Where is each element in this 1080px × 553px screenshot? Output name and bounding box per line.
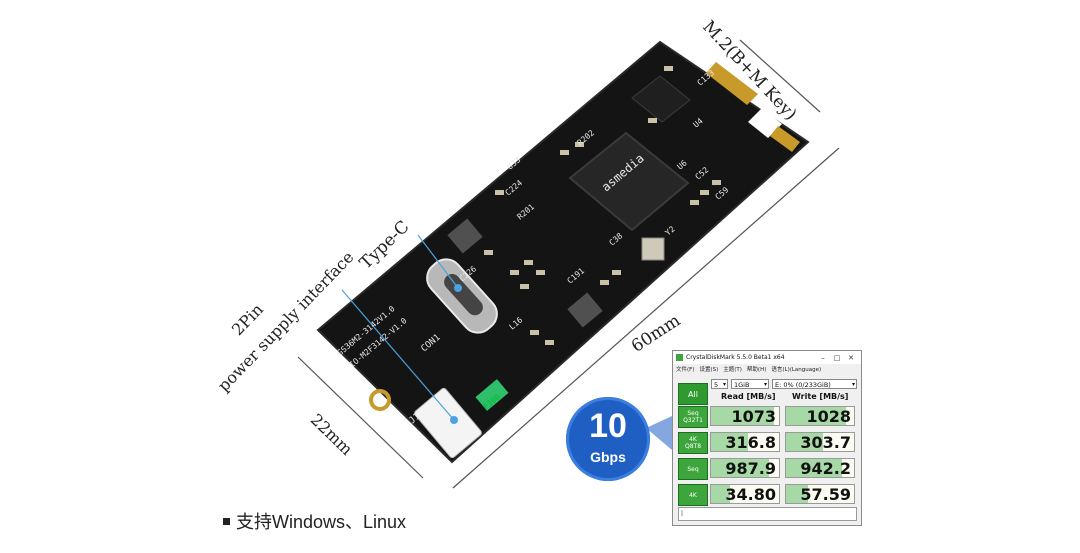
fuse-f300 [475,379,509,411]
app-icon [676,354,683,361]
m2-pointer-line [739,39,821,113]
all-button[interactable]: All [678,383,708,405]
4k-q8t8-button[interactable]: 4K Q8T8 [678,432,708,454]
status-bar: | [678,507,857,521]
speed-unit: Gbps [590,449,626,465]
minimize-icon[interactable]: – [821,353,825,362]
maximize-icon[interactable]: □ [833,353,841,362]
read-value: 34.80 [710,484,780,504]
speed-badge: 10 Gbps [566,397,650,481]
seq-q32t1-button[interactable]: Seq Q32T1 [678,406,708,428]
test-size-select[interactable]: 1GiB [731,379,769,390]
badge-pointer [646,416,672,450]
crystaldiskmark-window: CrystalDiskMark 5.5.0 Beta1 x64 – □ ✕ 文件… [672,350,862,526]
length-dimension-line [452,147,840,489]
result-row: Seq Q32T1 1073 1028 [678,406,858,428]
menu-settings[interactable]: 设置(S) [699,367,719,373]
bullet-icon [223,517,230,525]
width-dimension-line [297,356,424,479]
read-value: 316.8 [710,432,780,452]
typec-pointer-line [417,234,459,289]
read-header: Read [MB/s] [721,392,776,401]
window-title: CrystalDiskMark 5.5.0 Beta1 x64 [686,354,785,361]
pcb-body [316,40,810,464]
4k-button[interactable]: 4K [678,484,708,506]
power-pointer-dot [450,416,458,424]
crystal-oscillator [641,237,665,261]
write-header: Write [MB/s] [792,392,849,401]
window-titlebar: CrystalDiskMark 5.5.0 Beta1 x64 – □ ✕ [673,351,861,364]
m2-key-notch [748,108,782,138]
seq-button[interactable]: Seq [678,458,708,480]
u4-chip [631,75,691,123]
test-count-select[interactable]: 5 [711,379,728,390]
read-value: 1073 [710,406,780,426]
menu-theme[interactable]: 主题(T) [723,367,742,373]
inductor-1 [447,218,483,254]
main-chip [568,131,690,232]
os-support-text: 支持Windows、Linux [236,512,407,532]
result-row: 4K 34.80 57.59 [678,484,858,506]
speed-value: 10 [589,407,627,445]
close-icon[interactable]: ✕ [848,353,854,362]
mounting-hole [369,389,391,411]
inductor-2 [567,292,603,328]
write-value: 57.59 [785,484,855,504]
typec-pointer-dot [454,284,462,292]
type-c-connector [426,258,498,334]
two-pin-connector [414,387,482,459]
drive-select[interactable]: E: 0% (0/233GiB) [772,379,857,390]
power-pointer-line [341,289,455,421]
gold-fingers [706,62,800,152]
write-value: 1028 [785,406,855,426]
smd-components [484,66,721,345]
write-value: 303.7 [785,432,855,452]
menu-file[interactable]: 文件(F) [676,367,695,373]
write-value: 942.2 [785,458,855,478]
menu-bar: 文件(F) 设置(S) 主题(T) 帮助(H) 语言(L)(Language) [673,364,861,374]
read-value: 987.9 [710,458,780,478]
menu-language[interactable]: 语言(L)(Language) [771,367,822,373]
result-row: 4K Q8T8 316.8 303.7 [678,432,858,454]
menu-help[interactable]: 帮助(H) [746,367,767,373]
os-support-line: 支持Windows、Linux [223,508,406,534]
result-row: Seq 987.9 942.2 [678,458,858,480]
